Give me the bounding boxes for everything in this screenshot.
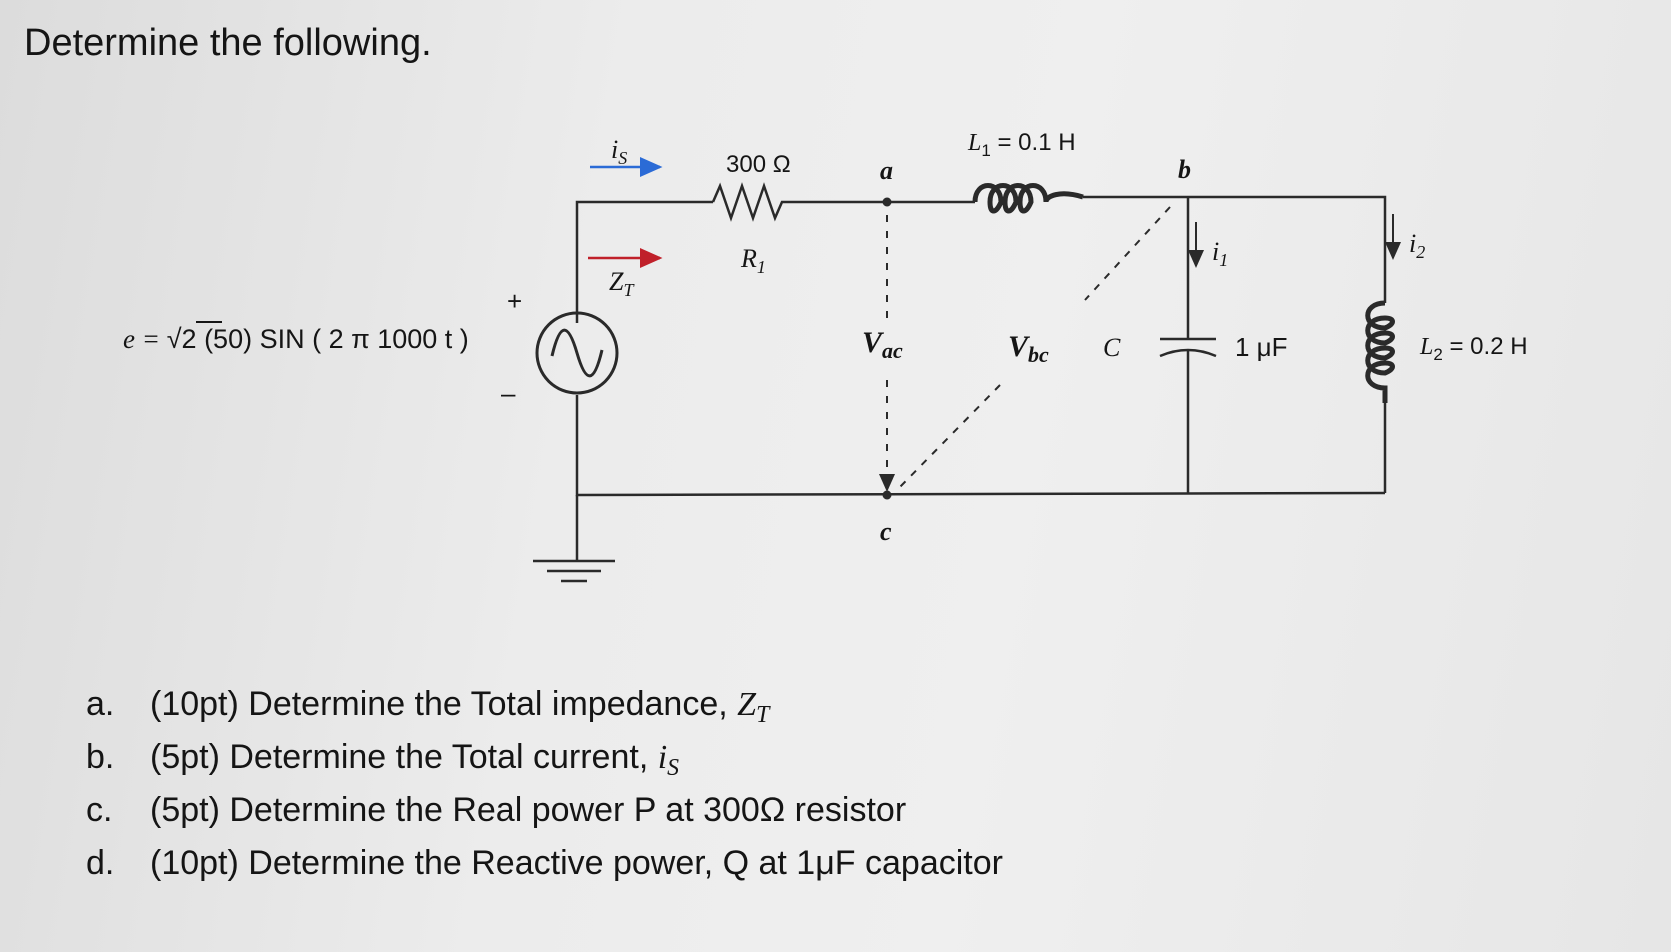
source-sqrt: √2 [167,324,197,354]
node-c: c [880,490,892,546]
wire-bottom-return [575,395,1386,497]
vbc-measurement: Vbc [896,206,1171,491]
resistor-r1: 300 Ω R1 [711,151,791,277]
question-b: b. (5pt) Determine the Total current, iS [86,731,1003,784]
vac-label: Vac [862,326,903,363]
sine-wave-icon [550,328,604,378]
question-list: a.(10pt) Determine the Total impedance, … [86,678,1003,890]
i1-label: i1 [1212,237,1228,270]
question-c-letter: c. [86,791,113,829]
question-b-sub: S [667,754,680,781]
zt-label: ZT [609,267,635,300]
question-d-letter: d. [86,844,115,882]
wire-l1-to-right [1083,195,1387,303]
vbc-label: Vbc [1008,330,1049,367]
question-b-var: i [657,739,668,776]
question-b-text: (5pt) Determine the Total current, [150,738,658,776]
inductor-l1: L1 = 0.1 H [967,129,1084,214]
node-a: a [880,156,893,207]
l2-label: L2 = 0.2 H [1419,333,1528,364]
wires [575,195,1387,560]
source-rhs: (50) SIN ( 2 π 1000 t ) [197,324,469,354]
capacitor-c: C 1 μF [1103,332,1288,362]
r1-name: R1 [740,244,766,277]
r1-value: 300 Ω [726,151,791,178]
c-value: 1 μF [1235,332,1288,362]
question-a: a.(10pt) Determine the Total impedance, … [86,678,1003,731]
question-a-sub: T [756,701,770,728]
question-a-var: Z [737,686,757,723]
l1-label: L1 = 0.1 H [967,129,1076,160]
heading: Determine the following. [24,22,432,64]
ac-voltage-source: + – e = √2 (50) SIN ( 2 π 1000 t ) [123,286,619,408]
c-name: C [1103,333,1121,362]
is-indicator: iS [590,135,663,177]
node-c-label: c [880,517,892,546]
question-a-letter: a. [86,685,115,723]
wire-left-top [575,200,713,323]
question-c: c. (5pt) Determine the Real power P at 30… [86,784,1003,837]
question-c-text: (5pt) Determine the Real power P at 300Ω… [150,791,907,829]
source-lhs: e = [123,324,167,354]
question-a-text: (10pt) Determine the Total impedance, [150,685,738,723]
question-d-text: (10pt) Determine the Reactive power, Q a… [150,844,1003,882]
source-minus: – [501,378,516,408]
question-d: d. (10pt) Determine the Reactive power, Q… [86,837,1003,890]
is-label: iS [611,135,627,168]
question-b-letter: b. [86,738,115,776]
source-equation: e = √2 (50) SIN ( 2 π 1000 t ) [123,324,469,354]
ground-symbol [533,559,615,583]
node-b-label: b [1178,155,1191,184]
i1-indicator: i1 [1188,222,1228,270]
vac-measurement: Vac [862,215,903,492]
i2-indicator: i2 [1385,214,1425,262]
i2-label: i2 [1409,229,1425,262]
node-a-label: a [880,156,893,185]
source-plus: + [507,286,522,316]
inductor-l2: L2 = 0.2 H [1365,300,1528,403]
zt-indicator: ZT [588,248,663,300]
